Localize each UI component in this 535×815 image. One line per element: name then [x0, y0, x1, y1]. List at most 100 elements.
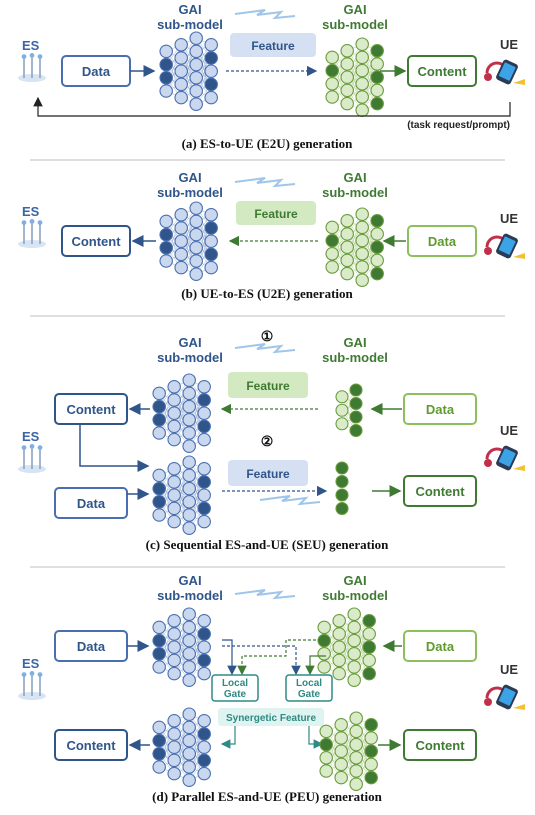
wireless-link-icon: [234, 177, 296, 188]
ue-label: UE: [500, 211, 518, 226]
svg-text:GAI: GAI: [178, 573, 201, 588]
blue-neural-network-icon-lower: [152, 455, 211, 535]
es-tower-icon: [18, 444, 46, 473]
feature-label: Feature: [246, 379, 290, 393]
ue-devices-icon: [484, 445, 525, 471]
content-label: Content: [71, 234, 121, 249]
svg-text:sub-model: sub-model: [322, 350, 388, 365]
data-label: Data: [426, 402, 455, 417]
svg-text:sub-model: sub-model: [157, 588, 223, 603]
gai-green-title: GAI sub-model: [322, 573, 388, 603]
svg-text:sub-model: sub-model: [157, 350, 223, 365]
wireless-link-icon: [259, 495, 321, 506]
content-label: Content: [417, 64, 467, 79]
es-label: ES: [22, 656, 40, 671]
feature-label: Feature: [246, 467, 290, 481]
gai-blue-title: GAI sub-model: [157, 170, 223, 200]
content-box: [54, 393, 128, 425]
content-box-lower: [403, 475, 477, 507]
gai-blue-title: GAI sub-model: [157, 335, 223, 365]
arrow-content-to-model-lower: [79, 424, 150, 472]
data-label: Data: [77, 496, 106, 511]
feature-box-lower: [228, 460, 308, 486]
data-label: Data: [428, 234, 457, 249]
content-box-green: [403, 729, 477, 761]
caption-a: (a) ES-to-UE (E2U) generation: [182, 136, 354, 151]
svg-text:GAI: GAI: [343, 335, 366, 350]
data-box-lower: [54, 487, 128, 519]
wireless-link-icon: [234, 9, 296, 20]
content-label: Content: [415, 484, 465, 499]
local-gate-right: Local Gate: [285, 674, 333, 702]
ue-label: UE: [500, 37, 518, 52]
arrow-gate-left-to-blue-model: [220, 726, 236, 749]
content-box: [61, 225, 131, 257]
content-label: Content: [415, 738, 465, 753]
arrow-task-request: [33, 96, 511, 117]
green-neural-network-icon: [325, 207, 384, 287]
caption-b: (b) UE-to-ES (U2E) generation: [181, 286, 353, 301]
gai-green-title: GAI sub-model: [322, 335, 388, 365]
arrow-blue-to-local-gate-right: [222, 645, 301, 676]
step-two-marker: ②: [261, 433, 274, 449]
arrow-green-to-local-gate-left: [237, 639, 326, 676]
svg-text:sub-model: sub-model: [157, 17, 223, 32]
es-label: ES: [22, 204, 40, 219]
blue-neural-network-icon-lower: [152, 707, 211, 787]
blue-neural-network-icon: [159, 31, 218, 111]
svg-text:GAI: GAI: [343, 2, 366, 17]
caption-d: (d) Parallel ES-and-UE (PEU) generation: [152, 789, 382, 804]
content-box: [54, 729, 128, 761]
data-label: Data: [426, 639, 455, 654]
arrow-blue-to-local-gate-left: [222, 639, 237, 676]
svg-text:Local: Local: [296, 678, 322, 689]
gai-blue-title: GAI sub-model: [157, 573, 223, 603]
data-box-green: [403, 630, 477, 662]
wireless-link-icon: [234, 589, 296, 600]
es-label: ES: [22, 429, 40, 444]
svg-text:sub-model: sub-model: [157, 185, 223, 200]
feature-box-upper: [228, 372, 308, 398]
data-label: Data: [82, 64, 111, 79]
svg-text:Gate: Gate: [298, 689, 321, 700]
svg-text:GAI: GAI: [343, 573, 366, 588]
svg-text:Gate: Gate: [224, 689, 247, 700]
ue-devices-icon: [484, 684, 525, 710]
feature-box: [236, 201, 316, 225]
content-box: [407, 55, 477, 87]
svg-text:GAI: GAI: [343, 170, 366, 185]
green-neural-network-icon-upper: [335, 383, 363, 438]
synergetic-feature-label: Synergetic Feature: [226, 713, 316, 724]
content-label: Content: [66, 738, 116, 753]
ue-devices-icon: [484, 59, 525, 85]
blue-neural-network-icon: [159, 201, 218, 281]
gai-green-title: GAI sub-model: [322, 170, 388, 200]
svg-text:GAI: GAI: [178, 2, 201, 17]
wireless-link-icon: [234, 343, 296, 354]
ue-label: UE: [500, 662, 518, 677]
gai-blue-title: GAI sub-model: [157, 2, 223, 32]
feature-box: [230, 33, 316, 57]
data-label: Data: [77, 639, 106, 654]
svg-text:sub-model: sub-model: [322, 185, 388, 200]
task-request-label: (task request/prompt): [407, 120, 510, 131]
green-neural-network-icon: [325, 37, 384, 117]
panel-d: GAI sub-model GAI sub-model Data Data Lo…: [18, 573, 525, 804]
green-neural-network-icon-upper: [317, 607, 376, 687]
green-neural-network-icon-lower: [319, 711, 378, 791]
step-one-marker: ①: [261, 328, 274, 344]
blue-neural-network-icon-upper: [152, 607, 211, 687]
svg-text:GAI: GAI: [178, 335, 201, 350]
panel-c: ① GAI sub-model GAI sub-model Feature Co…: [18, 328, 525, 552]
panel-b: ES GAI sub-model GAI sub-model Feature C…: [18, 170, 525, 301]
feature-label: Feature: [254, 207, 298, 221]
caption-c: (c) Sequential ES-and-UE (SEU) generatio…: [146, 537, 389, 552]
panel-a: ES GAI sub-model GAI sub-model Feature D…: [18, 2, 525, 151]
svg-text:sub-model: sub-model: [322, 588, 388, 603]
es-tower-icon: [18, 219, 46, 248]
es-tower-icon: [18, 53, 46, 82]
arrow-gate-right-to-green-model: [308, 726, 324, 749]
data-box-upper: [403, 393, 477, 425]
blue-neural-network-icon-light: [152, 373, 211, 453]
ue-devices-icon: [484, 233, 525, 259]
